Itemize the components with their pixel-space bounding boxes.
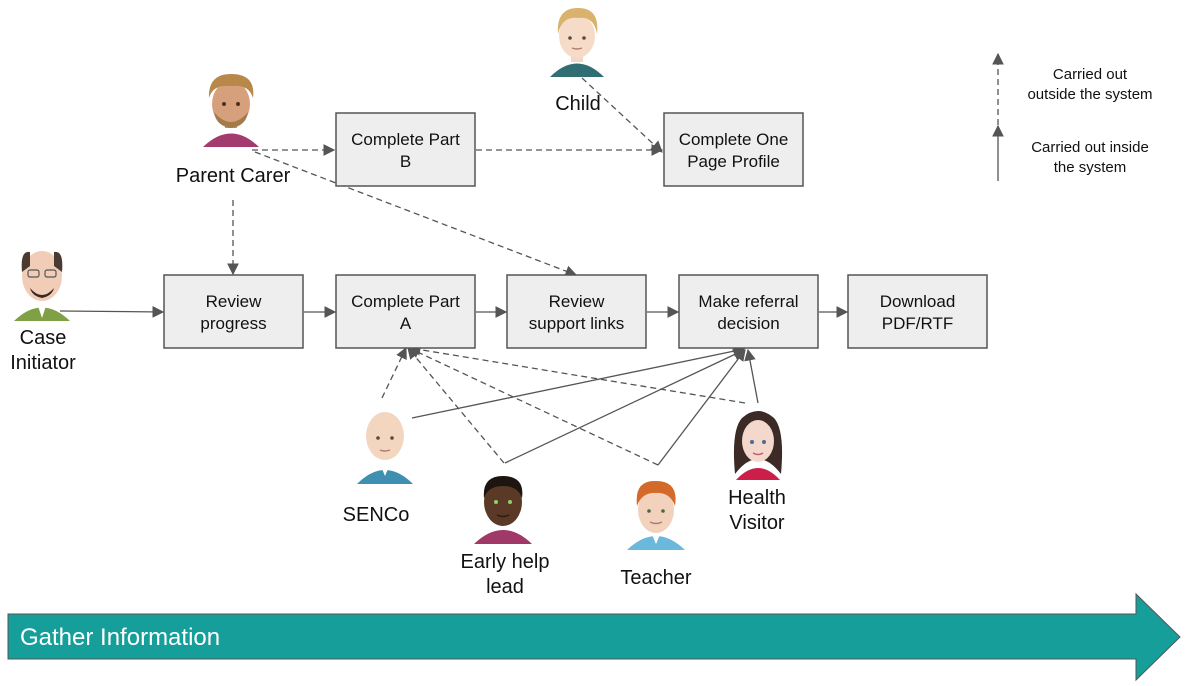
case-initiator-avatar: [14, 251, 70, 321]
step-label-line: Download: [880, 292, 956, 311]
arrow-senco-to-part-a: [381, 346, 407, 399]
legend-inside-label: Carried out inside: [1031, 139, 1149, 156]
legend-outside-label: outside the system: [1027, 86, 1152, 103]
arrow-health-visitor-to-part-a: [408, 343, 746, 404]
legend: Carried out outside the system Carried o…: [1027, 66, 1152, 176]
actor-child: Child: [550, 8, 604, 115]
actor-senco: SENCo: [343, 412, 413, 526]
step-review-progress: Review progress: [163, 274, 304, 349]
step-complete-part-a: Complete Part A: [335, 274, 476, 349]
step-label-line: Page Profile: [687, 152, 780, 171]
arrow-parent-to-support-links: [254, 151, 578, 277]
step-label-line: Complete One: [679, 130, 789, 149]
actor-teacher: Teacher: [620, 480, 692, 589]
step-review-support-links: Review support links: [506, 274, 647, 349]
child-avatar: [550, 8, 604, 77]
arrow-child-to-profile: [581, 77, 663, 153]
arrow-case-initiator-to-review-progress: [59, 306, 165, 318]
actor-case-initiator: Case Initiator: [10, 251, 76, 374]
actor-early-help-lead: Early help lead: [461, 476, 550, 598]
actor-name: Early help: [461, 551, 550, 573]
actor-name: Visitor: [729, 512, 785, 534]
arrow-teacher-to-part-a: [407, 347, 659, 466]
step-label-line: PDF/RTF: [882, 314, 953, 333]
actor-name: SENCo: [343, 504, 410, 526]
step-label-line: Complete Part: [351, 130, 460, 149]
actor-name: Parent Carer: [176, 165, 291, 187]
actor-name: Teacher: [620, 567, 691, 589]
step-label-line: Review: [549, 292, 605, 311]
step-label-line: support links: [529, 314, 624, 333]
step-label-line: Complete Part: [351, 292, 460, 311]
phase-banner: Gather Information: [7, 592, 1181, 682]
connectors: [59, 52, 1004, 466]
actor-name: Health: [728, 487, 786, 509]
step-label-line: Review: [206, 292, 262, 311]
teacher-avatar: [627, 480, 685, 550]
health-visitor-avatar: [733, 411, 783, 480]
early-help-lead-avatar: [474, 476, 532, 544]
actor-health-visitor: Health Visitor: [728, 411, 786, 534]
legend-inside-label: the system: [1054, 159, 1127, 176]
step-label-line: Make referral: [698, 292, 798, 311]
arrow-senco-to-referral: [411, 345, 746, 419]
senco-avatar: [357, 412, 413, 484]
actor-name: Child: [555, 93, 601, 115]
arrow-early-help-to-referral: [504, 349, 746, 464]
phase-banner-label: Gather Information: [20, 624, 220, 651]
step-label-line: A: [400, 314, 412, 333]
step-label-line: decision: [717, 314, 779, 333]
arrow-teacher-to-referral: [657, 349, 746, 466]
actor-name: Case: [20, 327, 67, 349]
actor-parent-carer: Parent Carer: [176, 74, 291, 187]
step-download: Download PDF/RTF: [847, 274, 988, 349]
step-complete-part-b: Complete Part B: [335, 112, 476, 187]
step-label-line: B: [400, 152, 411, 171]
phase-banner-arrow: [7, 592, 1181, 682]
step-complete-one-page-profile: Complete One Page Profile: [663, 112, 804, 187]
parent-carer-avatar: [203, 74, 259, 147]
actor-name: Initiator: [10, 352, 76, 374]
step-label-line: progress: [200, 314, 266, 333]
legend-outside-label: Carried out: [1053, 66, 1128, 83]
arrow-early-help-to-part-a: [407, 347, 505, 464]
arrow-health-visitor-to-referral: [744, 348, 759, 404]
actor-name: lead: [486, 576, 524, 598]
step-make-referral-decision: Make referral decision: [678, 274, 819, 349]
